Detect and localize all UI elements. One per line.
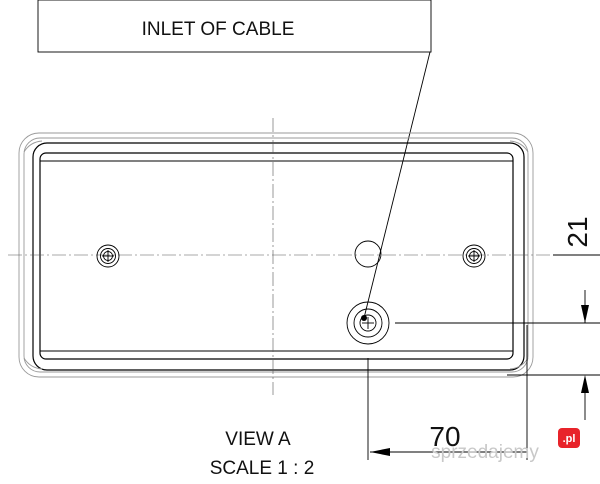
view-scale: SCALE 1 : 2 (210, 458, 315, 479)
callout-label: INLET OF CABLE (142, 19, 295, 40)
leader-line (363, 51, 431, 319)
center-boss (354, 240, 382, 268)
watermark-badge (558, 428, 580, 448)
dimension-70-value: 70 (429, 421, 460, 452)
cable-inlet (346, 301, 390, 345)
dimension-21-value: 21 (562, 216, 593, 247)
watermark-badge-text: .pl (563, 433, 576, 445)
dimension-70 (367, 325, 600, 460)
left-screw (96, 244, 120, 268)
leader-dot (361, 315, 367, 321)
callout-box (37, 0, 432, 53)
view-title: VIEW A (225, 429, 291, 450)
dimension-21 (395, 254, 600, 324)
watermark-text: sprzedajemy (431, 442, 539, 463)
right-screw (462, 244, 486, 268)
